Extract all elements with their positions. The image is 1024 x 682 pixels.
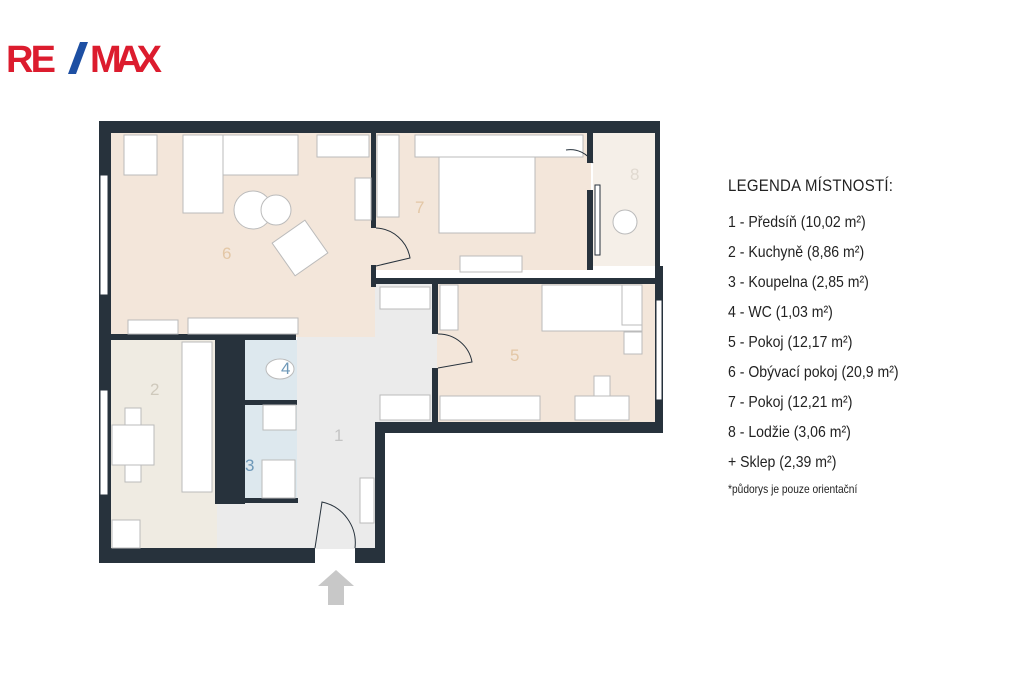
room-8-floor <box>593 133 655 266</box>
legend-title: LEGENDA MÍSTNOSTÍ: <box>728 176 894 195</box>
legend-item: 3 - Koupelna (2,85 m²) <box>728 274 869 291</box>
room-1-floor-c <box>215 500 305 549</box>
legend-item: 1 - Předsíň (10,02 m²) <box>728 214 866 231</box>
room-label-6: 6 <box>222 244 231 263</box>
svg-text:MAX: MAX <box>90 39 163 78</box>
remax-logo: RE MAX <box>6 39 163 78</box>
legend-item: 6 - Obývací pokoj (20,9 m²) <box>728 364 899 381</box>
room-legend: LEGENDA MÍSTNOSTÍ: 1 - Předsíň (10,02 m²… <box>728 176 922 496</box>
room-label-8: 8 <box>630 165 639 184</box>
room-label-4: 4 <box>281 359 290 378</box>
room-label-7: 7 <box>415 198 424 217</box>
legend-item: 4 - WC (1,03 m²) <box>728 304 833 321</box>
legend-item: 7 - Pokoj (12,21 m²) <box>728 394 853 411</box>
svg-text:RE: RE <box>6 39 56 78</box>
legend-item: 5 - Pokoj (12,17 m²) <box>728 334 853 351</box>
room-label-1: 1 <box>334 426 343 445</box>
legend-item: 8 - Lodžie (3,06 m²) <box>728 424 851 441</box>
furniture <box>111 134 643 549</box>
entrance-arrow-icon <box>318 570 354 605</box>
doors <box>314 149 594 549</box>
legend-item: 2 - Kuchyně (8,86 m²) <box>728 244 865 261</box>
floor-plan: 1 2 3 4 5 6 7 8 <box>99 121 663 605</box>
legend-item: + Sklep (2,39 m²) <box>728 454 837 471</box>
windows <box>99 174 663 496</box>
room-label-3: 3 <box>245 456 254 475</box>
legend-note: *půdorys je pouze orientační <box>728 482 858 496</box>
room-label-5: 5 <box>510 346 519 365</box>
room-label-2: 2 <box>150 380 159 399</box>
